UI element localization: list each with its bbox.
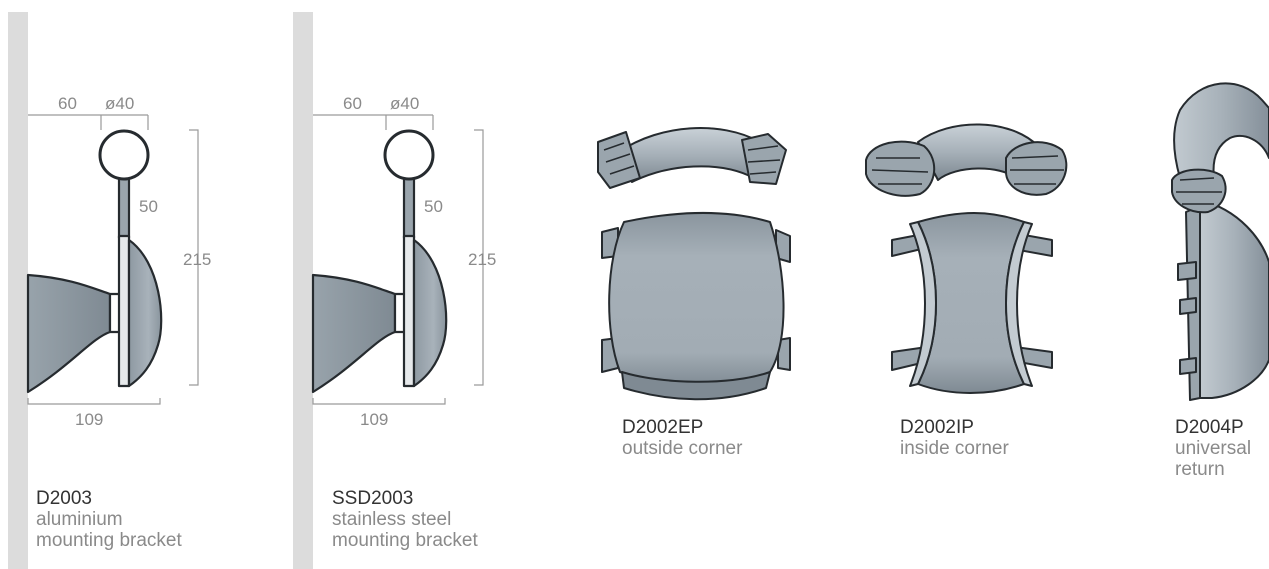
outside-corner-drawing	[597, 127, 791, 401]
wall-section	[293, 12, 313, 569]
product-code: D2002IP	[900, 417, 974, 438]
caption-d2002ip: D2002IP inside corner	[900, 417, 1009, 459]
dim-stem: 50	[139, 197, 158, 216]
product-description: inside corner	[900, 438, 1009, 459]
wall-flange	[26, 273, 112, 394]
product-code: D2002EP	[622, 417, 704, 438]
product-description: aluminium mounting bracket	[36, 509, 182, 551]
dim-stem: 50	[424, 197, 443, 216]
caption-d2003: D2003 aluminium mounting bracket	[36, 488, 182, 551]
dim-height: 215	[183, 250, 211, 269]
left-end-plug	[597, 131, 641, 189]
dim-depth: 109	[360, 410, 388, 429]
dim-diameter: ø40	[105, 94, 134, 113]
product-code: SSD2003	[332, 488, 414, 509]
bracket-part	[26, 129, 163, 394]
caption-d2002ep: D2002EP outside corner	[622, 417, 742, 459]
right-end-plug	[1005, 141, 1068, 196]
caption-d2004p: D2004P universal return	[1175, 417, 1251, 480]
back-plate	[117, 234, 131, 388]
inside-corner-drawing	[865, 123, 1068, 394]
rail-ring	[383, 129, 435, 181]
saddle-disc	[412, 238, 448, 388]
bracket-drawing-d2003: 60 ø40 50 215 109	[8, 12, 211, 569]
outside-corner-elbow	[597, 127, 787, 189]
left-end-plug	[865, 140, 936, 197]
universal-return-drawing	[1171, 82, 1269, 401]
product-description: universal return	[1175, 438, 1252, 480]
product-description: stainless steel mounting bracket	[332, 509, 478, 551]
dim-width: 60	[58, 94, 77, 113]
product-description: outside corner	[622, 438, 743, 459]
wall-flange	[311, 273, 397, 394]
return-lower-body	[1199, 199, 1269, 399]
inside-corner-cover	[891, 212, 1053, 394]
dim-depth: 109	[75, 410, 103, 429]
back-plate	[402, 234, 416, 388]
wall-section	[8, 12, 28, 569]
right-end-plug	[741, 133, 787, 185]
dimension-lines	[312, 114, 484, 405]
dim-height: 215	[468, 250, 496, 269]
dimension-lines	[27, 114, 199, 405]
inside-corner-elbow	[865, 123, 1068, 197]
return-end-plug	[1171, 168, 1227, 214]
dim-diameter: ø40	[390, 94, 419, 113]
bracket-part	[311, 129, 448, 394]
saddle-disc	[127, 238, 163, 388]
product-code: D2003	[36, 488, 92, 509]
outside-corner-cover	[601, 212, 791, 401]
bracket-drawing-ssd2003: 60 ø40 50 215 109	[293, 12, 496, 569]
rail-ring	[98, 129, 150, 181]
product-code: D2004P	[1175, 417, 1244, 438]
return-upper-bend	[1173, 82, 1269, 179]
dim-width: 60	[343, 94, 362, 113]
caption-ssd2003: SSD2003 stainless steel mounting bracket	[332, 488, 478, 551]
